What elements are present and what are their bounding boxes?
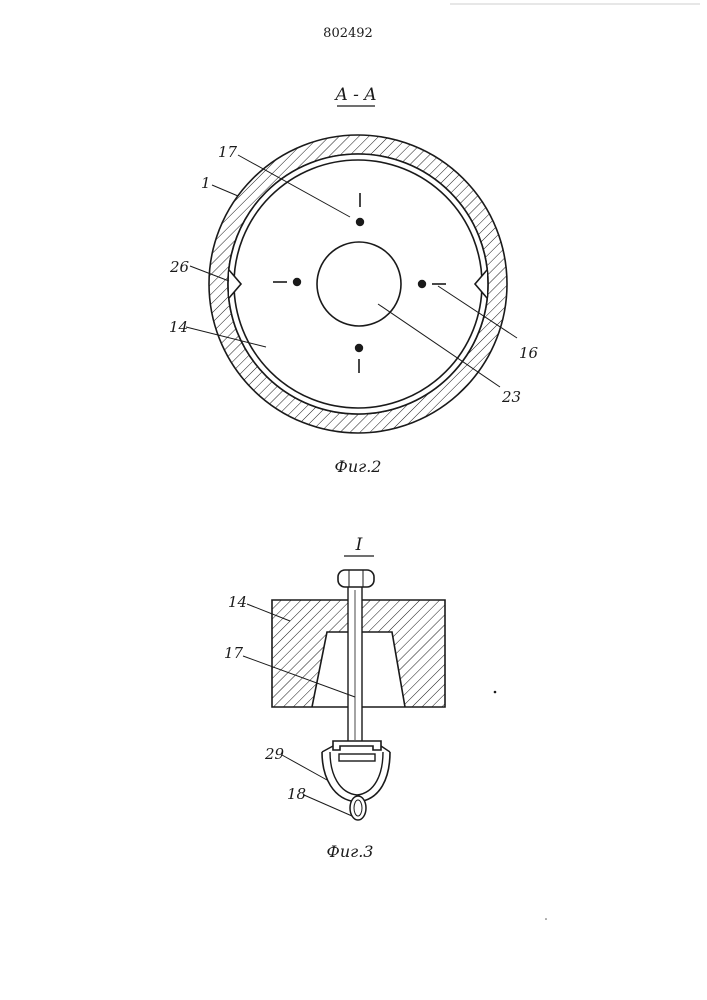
fig2-callout-23: 23 [501, 388, 521, 406]
fig2-central-hole [317, 242, 401, 326]
fig2-callout-17: 17 [218, 143, 238, 161]
fig2-bolt-bottom [355, 344, 363, 352]
fig2-callout-14: 14 [169, 318, 188, 336]
fig2-callout-16: 16 [519, 344, 539, 362]
fig2-caption: Фиг.2 [335, 457, 382, 476]
patent-number: 802492 [323, 26, 373, 41]
fig2-bolt-top [356, 218, 364, 226]
fig2-callout-1: 1 [201, 174, 211, 192]
scan-speck [545, 918, 547, 920]
fig3-callout-29: 29 [264, 745, 285, 763]
fig3-bracket-plate [339, 754, 375, 761]
fig3-bracket [333, 741, 381, 750]
fig3-detail-view: I 14 17 29 18 Фиг.3 [224, 535, 445, 861]
fig3-bolt-head [338, 570, 374, 587]
fig2-bolt-left [293, 278, 301, 286]
fig2-section-label: A - A [333, 85, 376, 105]
fig2-section-view: A - A 17 1 26 14 16 23 [169, 85, 539, 476]
fig3-leader-29 [282, 755, 327, 780]
fig3-bracket-lip-r [381, 746, 390, 752]
fig3-callout-17: 17 [224, 644, 244, 662]
fig3-detail-label: I [355, 535, 363, 555]
fig3-caption: Фиг.3 [327, 842, 374, 861]
fig2-leader-1 [212, 185, 238, 196]
fig3-bracket-lip-l [322, 746, 333, 752]
scan-speck [494, 691, 497, 694]
fig3-callout-18: 18 [287, 785, 306, 803]
fig3-callout-14: 14 [228, 593, 247, 611]
fig2-bolt-right [418, 280, 426, 288]
fig2-callout-26: 26 [169, 258, 190, 276]
